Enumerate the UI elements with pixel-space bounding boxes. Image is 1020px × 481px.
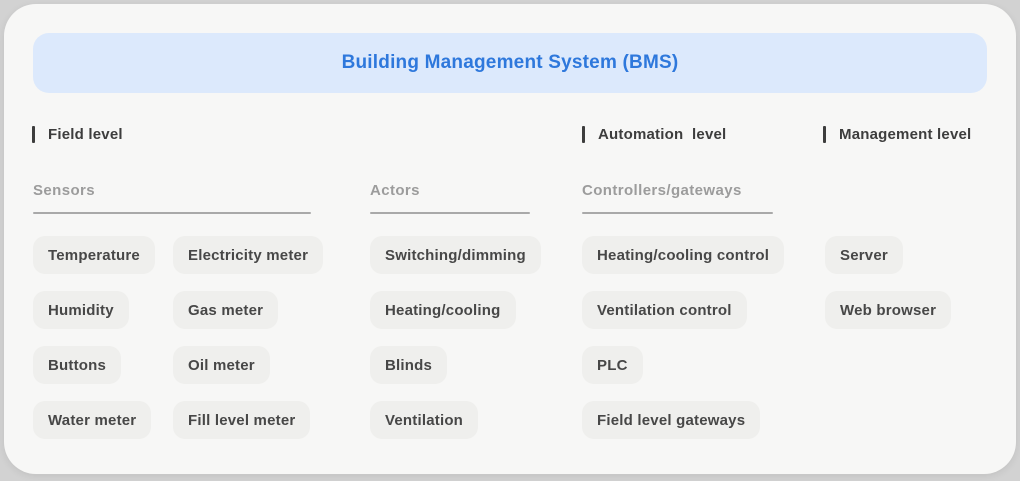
chip-fill-level-meter: Fill level meter <box>173 401 311 439</box>
chip-temperature: Temperature <box>33 236 155 274</box>
chip-field-level-gateways: Field level gateways <box>582 401 761 439</box>
chip-oil-meter: Oil meter <box>173 346 270 384</box>
chip-gas-meter: Gas meter <box>173 291 279 329</box>
level-bar <box>32 125 35 143</box>
column-underline <box>582 212 773 214</box>
bms-title-band: Building Management System (BMS) <box>33 33 987 93</box>
chip-humidity: Humidity <box>33 291 129 329</box>
bms-diagram-card: Building Management System (BMS) Field l… <box>4 4 1016 474</box>
column-heading-actors: Actors <box>370 182 420 199</box>
column-heading-controllers: Controllers/gateways <box>582 182 742 199</box>
chip-blinds: Blinds <box>370 346 448 384</box>
level-label-field: Field level <box>32 123 123 145</box>
level-label-automation: Automation level <box>582 123 726 145</box>
level-text-field: Field level <box>48 125 123 143</box>
chip-server: Server <box>825 236 903 274</box>
chip-heating-cooling: Heating/cooling <box>370 291 516 329</box>
chip-ventilation: Ventilation <box>370 401 479 439</box>
chip-ventilation-control: Ventilation control <box>582 291 747 329</box>
level-text-automation: Automation level <box>598 125 727 143</box>
column-underline <box>33 212 311 214</box>
chip-electricity-meter: Electricity meter <box>173 236 324 274</box>
chip-water-meter: Water meter <box>33 401 152 439</box>
column-underline <box>370 212 530 214</box>
bms-title: Building Management System (BMS) <box>341 52 679 73</box>
level-bar <box>823 125 826 143</box>
chip-plc: PLC <box>582 346 643 384</box>
chip-web-browser: Web browser <box>825 291 952 329</box>
level-label-management: Management level <box>823 123 971 145</box>
chip-switching-dimming: Switching/dimming <box>370 236 541 274</box>
column-heading-sensors: Sensors <box>33 182 95 199</box>
level-text-management: Management level <box>839 125 972 143</box>
level-bar <box>582 125 585 143</box>
chip-heating-cooling-control: Heating/cooling control <box>582 236 785 274</box>
chip-buttons: Buttons <box>33 346 122 384</box>
